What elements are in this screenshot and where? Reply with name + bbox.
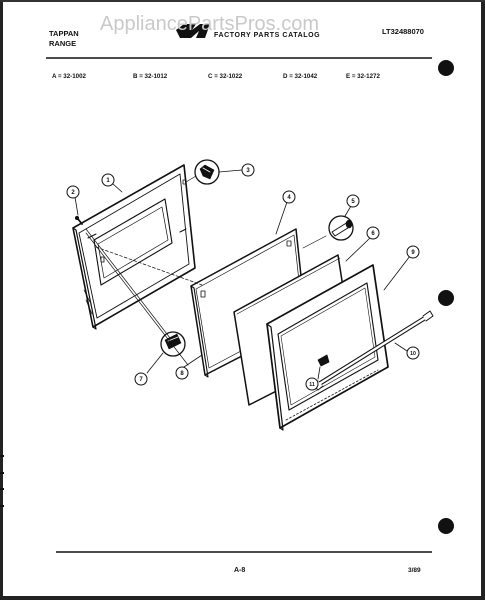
callout-4 [282,190,296,204]
variant-a: A = 32-1002 [52,73,87,80]
door-frame [266,264,389,431]
callout-1 [101,173,115,187]
callout-3 [241,163,255,177]
scan-edge-right [481,0,485,600]
variant-c: C = 32-1022 [208,73,243,80]
variant-b: B = 32-1012 [133,73,168,80]
model-number: LT32488070 [382,27,424,36]
scan-edge-bottom [0,596,485,600]
spring-clip [317,354,330,367]
watermark: AppliancePartsPros.com [100,13,319,35]
catalog-title: FACTORY PARTS CATALOG [214,32,320,39]
screw [74,215,83,225]
callout-5 [346,194,360,208]
callout-9 [406,245,420,259]
callout-8-label: 8 [180,371,184,377]
outer-door-panel [72,164,196,330]
callout-circles [66,163,420,391]
variant-d: D = 32-1042 [283,73,318,80]
callout-2-label: 2 [71,190,75,196]
scan-tick [0,455,4,457]
callout-10 [406,346,420,360]
callout-leaders [74,169,411,380]
bumper [160,331,186,357]
assembly-guide-lines [85,175,327,366]
scan-tick [0,488,4,490]
callout-3-label: 3 [246,168,250,174]
catalog-logo [176,24,210,38]
oven-door-exploded-view [66,159,434,431]
variant-e: E = 32-1272 [346,73,380,80]
door-handle [313,310,434,391]
callout-4-label: 4 [287,195,291,201]
binder-hole [438,518,454,534]
binder-hole [438,290,454,306]
callout-7 [134,372,148,386]
callout-5-label: 5 [351,199,355,205]
scan-edge-left [0,0,3,600]
callout-11-label: 11 [309,382,315,388]
callout-6 [366,226,380,240]
brand-line-1: TAPPAN [49,29,79,38]
callout-1-label: 1 [106,178,110,184]
callout-7-label: 7 [139,377,143,383]
callout-11 [305,377,319,391]
hinge-pin [328,215,354,241]
binder-hole [438,60,454,76]
callout-2 [66,185,80,199]
scan-tick [0,505,4,507]
callout-8 [175,366,189,380]
callout-6-label: 6 [371,231,375,237]
scan-tick [0,472,4,474]
scan-edge-top [0,0,485,2]
page-label: A-8 [234,567,245,574]
callout-10-label: 10 [410,351,416,357]
revision-date: 3/89 [408,567,421,574]
callout-9-label: 9 [411,250,415,256]
brand-line-2: RANGE [49,39,76,48]
clip [194,159,220,185]
